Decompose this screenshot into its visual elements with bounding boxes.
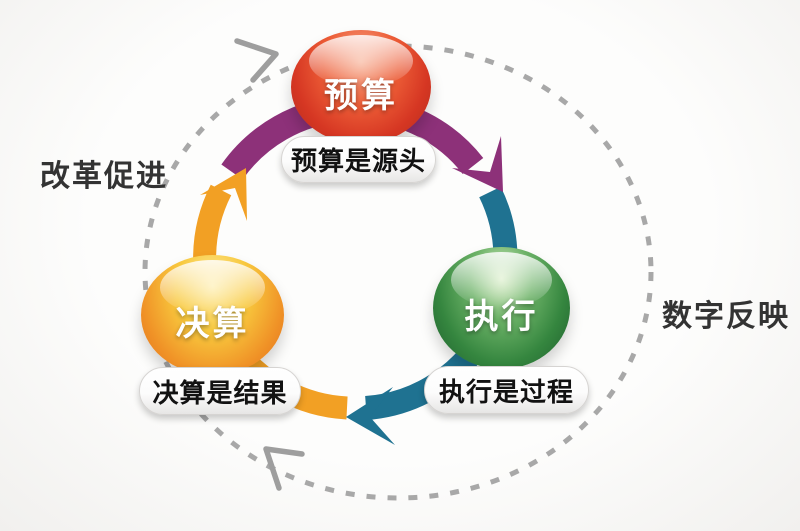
settlement-caption-pill: 决算是结果 [139,367,301,415]
execution-caption-pill: 执行是过程 [424,366,589,414]
digital-reflection-label: 数字反映 [662,300,790,333]
arrowhead-budget-to-execution-icon [452,136,503,192]
outer-ring-arrowhead-top-icon [234,38,279,83]
budget-caption-pill: 预算是源头 [281,136,436,183]
settlement-sphere: 决算 [141,255,284,375]
outer-dashed-ring [142,43,654,501]
reform-promotion-label: 改革促进 [40,160,168,193]
execution-sphere: 执行 [433,247,570,369]
settlement-sphere-label: 决算 [175,304,250,343]
arrowhead-settlement-to-budget-icon [200,168,247,221]
outer-ring-arrowhead-bottom-icon [263,446,305,491]
execution-sphere-label: 执行 [464,297,539,336]
budget-sphere: 预算 [291,30,431,144]
budget-sphere-label: 预算 [324,76,398,115]
arrowhead-execution-to-settlement-icon [346,387,395,445]
